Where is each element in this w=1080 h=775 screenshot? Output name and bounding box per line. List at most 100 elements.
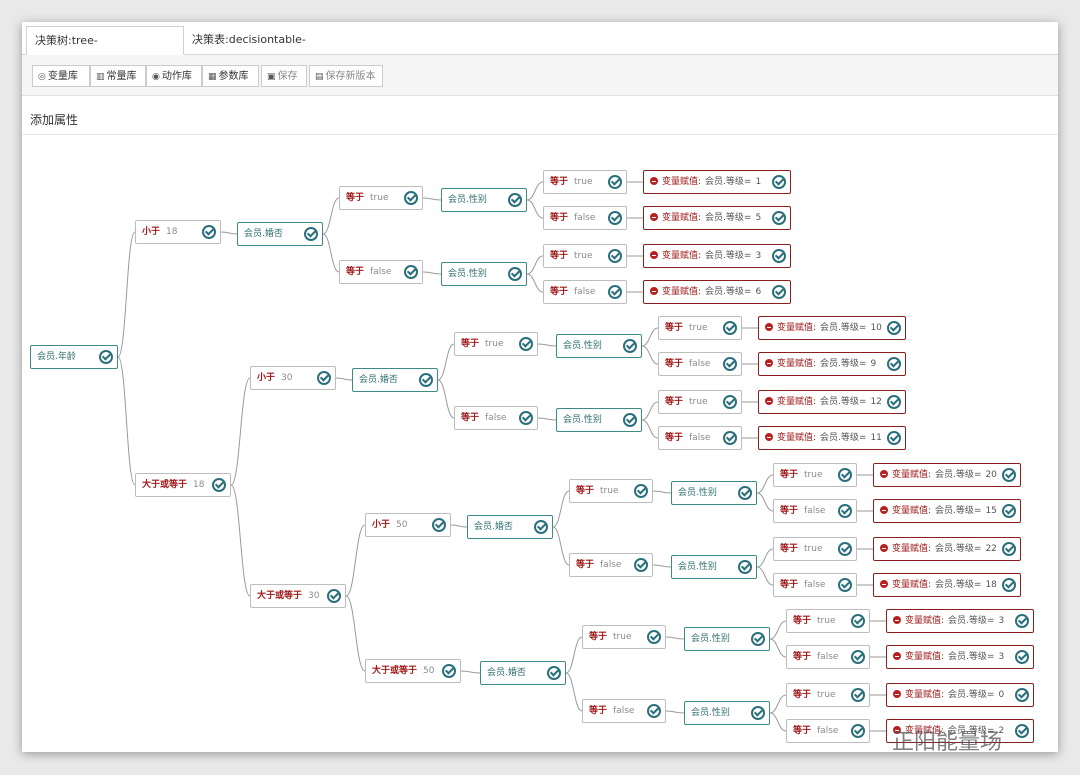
check-circle-icon[interactable] (1002, 578, 1016, 592)
action-node[interactable]: 变量赋值:会员.等级=5 (643, 206, 791, 230)
check-circle-icon[interactable] (647, 704, 661, 718)
check-circle-icon[interactable] (432, 518, 446, 532)
check-circle-icon[interactable] (508, 193, 522, 207)
action-node[interactable]: 变量赋值:会员.等级=2 (886, 719, 1034, 743)
minus-circle-icon[interactable] (893, 616, 901, 624)
action-node[interactable]: 变量赋值:会员.等级=3 (886, 609, 1034, 633)
check-circle-icon[interactable] (838, 542, 852, 556)
check-circle-icon[interactable] (838, 468, 852, 482)
check-circle-icon[interactable] (1002, 542, 1016, 556)
check-circle-icon[interactable] (634, 558, 648, 572)
check-circle-icon[interactable] (738, 486, 752, 500)
check-circle-icon[interactable] (851, 650, 865, 664)
check-circle-icon[interactable] (519, 337, 533, 351)
add-attribute-bar[interactable]: 添加属性 (22, 106, 1058, 135)
minus-circle-icon[interactable] (765, 433, 773, 441)
check-circle-icon[interactable] (723, 321, 737, 335)
minus-circle-icon[interactable] (765, 359, 773, 367)
minus-circle-icon[interactable] (880, 544, 888, 552)
check-circle-icon[interactable] (519, 411, 533, 425)
check-circle-icon[interactable] (1015, 724, 1029, 738)
minus-circle-icon[interactable] (893, 652, 901, 660)
check-circle-icon[interactable] (838, 504, 852, 518)
marriage-variable-node[interactable]: 会员.婚否 (237, 222, 323, 246)
check-circle-icon[interactable] (623, 413, 637, 427)
action-node[interactable]: 变量赋值:会员.等级=3 (643, 244, 791, 268)
check-circle-icon[interactable] (738, 560, 752, 574)
check-circle-icon[interactable] (442, 664, 456, 678)
action-node[interactable]: 变量赋值:会员.等级=20 (873, 463, 1021, 487)
minus-circle-icon[interactable] (765, 323, 773, 331)
check-circle-icon[interactable] (404, 265, 418, 279)
check-circle-icon[interactable] (772, 175, 786, 189)
gender-variable-node[interactable]: 会员.性别 (556, 408, 642, 432)
check-circle-icon[interactable] (851, 688, 865, 702)
marriage-variable-node[interactable]: 会员.婚否 (480, 661, 566, 685)
check-circle-icon[interactable] (608, 211, 622, 225)
check-circle-icon[interactable] (723, 395, 737, 409)
check-circle-icon[interactable] (99, 350, 113, 364)
minus-circle-icon[interactable] (893, 726, 901, 734)
check-circle-icon[interactable] (1015, 614, 1029, 628)
action-node[interactable]: 变量赋值:会员.等级=15 (873, 499, 1021, 523)
check-circle-icon[interactable] (634, 484, 648, 498)
check-circle-icon[interactable] (327, 589, 341, 603)
action-node[interactable]: 变量赋值:会员.等级=22 (873, 537, 1021, 561)
check-circle-icon[interactable] (751, 632, 765, 646)
check-circle-icon[interactable] (887, 395, 901, 409)
check-circle-icon[interactable] (547, 666, 561, 680)
minus-circle-icon[interactable] (765, 397, 773, 405)
action-node[interactable]: 变量赋值:会员.等级=1 (643, 170, 791, 194)
check-circle-icon[interactable] (887, 321, 901, 335)
check-circle-icon[interactable] (317, 371, 331, 385)
gender-variable-node[interactable]: 会员.性别 (684, 701, 770, 725)
action-node[interactable]: 变量赋值:会员.等级=18 (873, 573, 1021, 597)
check-circle-icon[interactable] (751, 706, 765, 720)
marriage-variable-node[interactable]: 会员.婚否 (467, 515, 553, 539)
check-circle-icon[interactable] (887, 357, 901, 371)
check-circle-icon[interactable] (508, 267, 522, 281)
save-button[interactable]: ▣保存 (261, 65, 307, 87)
check-circle-icon[interactable] (608, 175, 622, 189)
minus-circle-icon[interactable] (880, 506, 888, 514)
check-circle-icon[interactable] (1002, 504, 1016, 518)
action-node[interactable]: 变量赋值:会员.等级=9 (758, 352, 906, 376)
check-circle-icon[interactable] (772, 249, 786, 263)
check-circle-icon[interactable] (723, 431, 737, 445)
variable-library-button[interactable]: ◎变量库 (32, 65, 90, 87)
check-circle-icon[interactable] (851, 614, 865, 628)
gender-variable-node[interactable]: 会员.性别 (441, 188, 527, 212)
check-circle-icon[interactable] (212, 478, 226, 492)
tab-decisiontable-demo[interactable]: 决策表:decisiontable-demo.dt.xml× (184, 26, 370, 73)
constant-library-button[interactable]: ▥常量库 (90, 65, 146, 87)
tab-tree-demo[interactable]: 决策树:tree-demo.dtree.xml× (26, 26, 184, 74)
check-circle-icon[interactable] (608, 285, 622, 299)
check-circle-icon[interactable] (623, 339, 637, 353)
minus-circle-icon[interactable] (893, 690, 901, 698)
minus-circle-icon[interactable] (880, 470, 888, 478)
minus-circle-icon[interactable] (650, 251, 658, 259)
